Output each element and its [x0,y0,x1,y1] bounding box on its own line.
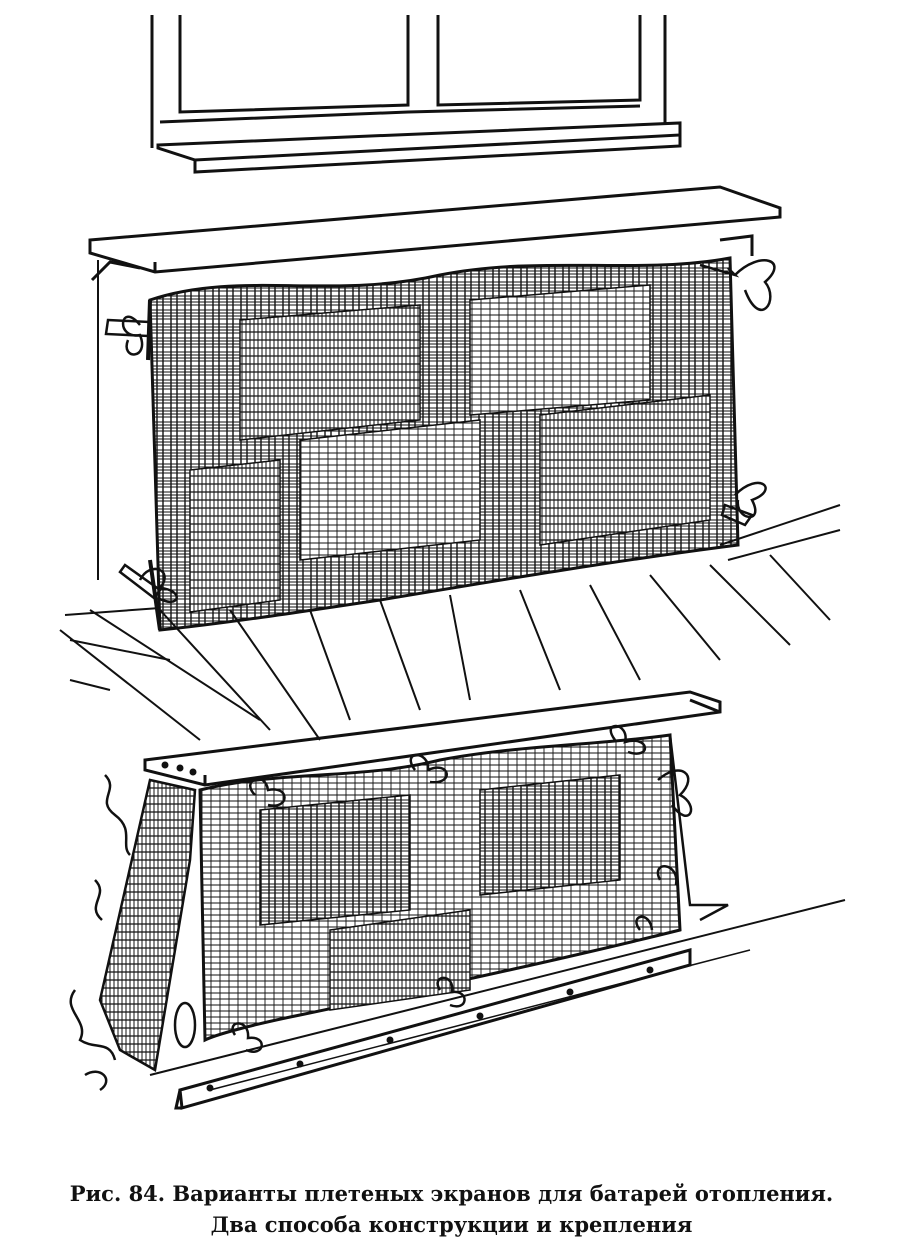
caption-line-2: Два способа конструкции и крепления [210,1212,693,1237]
tie-bows-bottom [69,724,693,1092]
woven-screen-top [146,256,740,632]
radiator-screens-illustration [59,15,846,1110]
caption-line-1: Рис. 84. Варианты плетеных экранов для б… [69,1181,834,1206]
tie-bows-top [104,259,776,604]
floor-rail-bottom [149,899,846,1110]
wall-shelf-top [88,185,782,580]
floor-top [59,504,841,741]
wall-shelf-bottom [143,690,722,787]
figure-caption: Рис. 84. Варианты плетеных экранов для б… [0,1178,903,1240]
woven-screen-bottom [98,733,729,1072]
window [150,15,682,174]
